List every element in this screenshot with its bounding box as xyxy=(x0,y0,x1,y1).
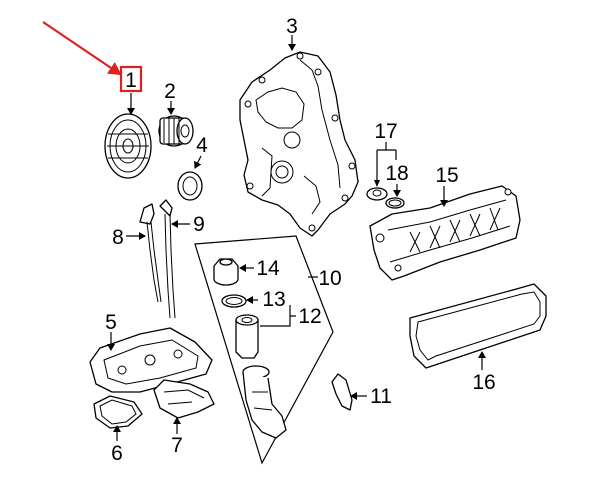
callout-15[interactable]: 15 xyxy=(435,164,458,187)
callout-8[interactable]: 8 xyxy=(112,226,124,249)
part-3-timing-cover[interactable] xyxy=(239,51,359,237)
callout-5[interactable]: 5 xyxy=(105,311,117,334)
group-10-outline xyxy=(194,235,334,465)
part-10-filter-housing[interactable] xyxy=(242,365,287,439)
callout-11[interactable]: 11 xyxy=(370,385,392,408)
leader-lines xyxy=(107,35,486,441)
part-9-dipstick-tube[interactable] xyxy=(159,199,176,319)
callout-4[interactable]: 4 xyxy=(196,134,208,157)
part-5-oil-pan[interactable] xyxy=(89,327,213,393)
part-4-seal[interactable] xyxy=(177,171,203,201)
callout-1[interactable]: 1 xyxy=(125,69,137,92)
callout-6[interactable]: 6 xyxy=(111,442,123,465)
part-2-sprocket[interactable] xyxy=(158,115,194,147)
callout-9[interactable]: 9 xyxy=(193,213,205,236)
part-6-lower-oil-pan[interactable] xyxy=(93,395,143,429)
callout-7[interactable]: 7 xyxy=(171,434,183,457)
part-13-o-ring[interactable] xyxy=(221,294,247,308)
callout-14[interactable]: 14 xyxy=(256,257,280,280)
callout-13[interactable]: 13 xyxy=(262,288,285,311)
part-14-filter-cap[interactable] xyxy=(213,258,239,286)
callout-labels: 1 2 3 4 5 6 7 8 9 10 11 12 13 14 15 16 1… xyxy=(105,15,496,465)
callout-12[interactable]: 12 xyxy=(298,305,321,328)
callout-17[interactable]: 17 xyxy=(374,120,397,143)
highlight-arrow xyxy=(42,21,122,76)
callout-16[interactable]: 16 xyxy=(472,371,495,394)
callout-18[interactable]: 18 xyxy=(385,162,408,185)
part-11-gasket[interactable] xyxy=(331,373,353,411)
part-7-baffle[interactable] xyxy=(153,379,215,419)
part-12-filter-element[interactable] xyxy=(235,314,259,359)
part-18-o-ring[interactable] xyxy=(385,197,405,209)
part-17-cap[interactable] xyxy=(366,187,388,201)
part-15-valve-cover[interactable] xyxy=(369,185,521,281)
callout-1-highlight-box xyxy=(119,65,143,93)
callout-10[interactable]: 10 xyxy=(318,267,341,290)
part-16-valve-cover-gasket[interactable] xyxy=(409,283,547,369)
callout-2[interactable]: 2 xyxy=(164,80,176,103)
part-1-crankshaft-pulley[interactable] xyxy=(104,113,152,179)
callout-3[interactable]: 3 xyxy=(286,15,298,38)
part-8-dipstick[interactable] xyxy=(139,203,162,303)
